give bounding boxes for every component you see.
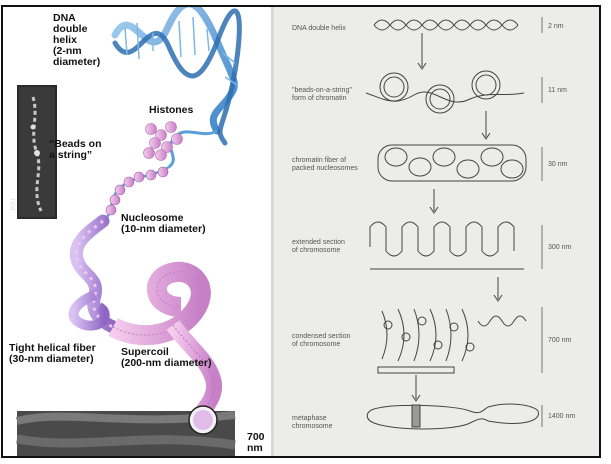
histone-cluster xyxy=(144,122,183,161)
stage-size-condensed: 700 nm xyxy=(548,337,571,344)
stage-label-fiber: chromatin fiber of packed nucleosomes xyxy=(292,157,358,173)
stage-label-extended: extended section of chromosome xyxy=(292,239,345,255)
stage-size-beads: 11 nm xyxy=(548,87,567,94)
stage-size-extended: 300 nm xyxy=(548,244,571,251)
supercoil-label: Supercoil (200-nm diameter) xyxy=(121,347,211,369)
stage-size-fiber: 30 nm xyxy=(548,161,567,168)
sketch-beads-on-string xyxy=(366,71,524,139)
stage-label-beads: "beads-on-a-string" form of chromatin xyxy=(292,87,352,103)
nucleosome-label: Nucleosome (10-nm diameter) xyxy=(121,213,206,235)
stage-label-metaphase: metaphase chromosome xyxy=(292,415,332,431)
right-sketch-panel: DNA double helix 2 nm "beads-on-a-string… xyxy=(274,7,599,456)
stage-size-metaphase: 1400 nm xyxy=(548,413,575,420)
sketch-extended-section xyxy=(370,222,524,301)
sketch-chromatin-fiber xyxy=(378,145,526,213)
beads-on-a-string-label: “Beads on a string” xyxy=(49,139,102,161)
tight-helical-fiber-label: Tight helical fiber (30-nm diameter) xyxy=(9,343,96,365)
chromosome-micrograph xyxy=(17,406,235,456)
dna-double-helix-label: DNA double helix (2-nm diameter) xyxy=(53,13,100,68)
sketch-condensed-section xyxy=(378,309,526,401)
histones-label: Histones xyxy=(149,105,193,116)
stage-label-condensed: condensed section of chromosome xyxy=(292,333,350,349)
sketch-metaphase-chromosome xyxy=(367,404,538,429)
left-illustration-panel: DNA double helix (2-nm diameter) Histone… xyxy=(3,7,271,456)
scale-bar-label: 700 nm xyxy=(247,432,265,454)
figure-frame: DNA double helix (2-nm diameter) Histone… xyxy=(1,5,601,458)
tem-label: TEM xyxy=(8,198,14,211)
stage-label-dna: DNA double helix xyxy=(292,25,346,33)
chromatin-sketch xyxy=(274,7,599,456)
stage-size-dna: 2 nm xyxy=(548,23,564,30)
sketch-dna-helix xyxy=(374,20,518,69)
